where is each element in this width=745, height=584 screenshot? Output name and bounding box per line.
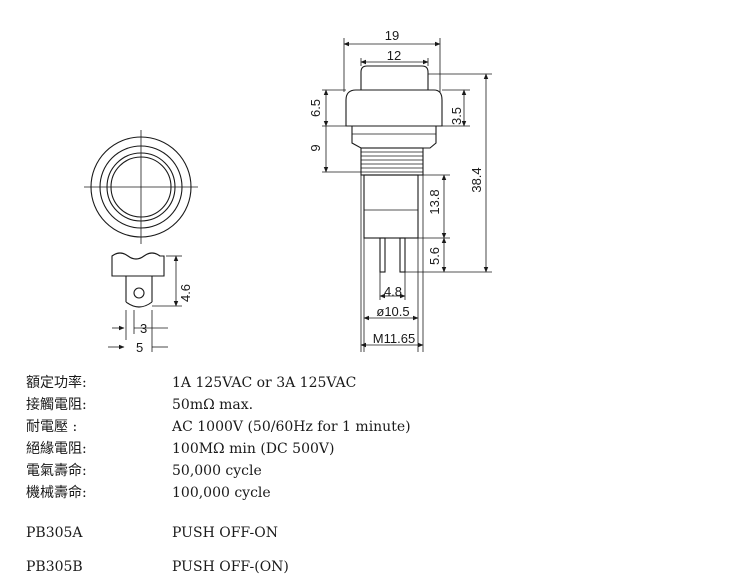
- side-view: 19 12 6.5 9 3.5 13.8 5.6 38.4: [308, 28, 492, 352]
- terminal-side-view: 4.6 3 5: [108, 252, 193, 355]
- dim-dia-10-5: ø10.5: [376, 304, 409, 319]
- spec-value: 100MΩ min (DC 500V): [172, 441, 335, 457]
- spec-label: 耐電壓 :: [26, 419, 78, 435]
- dim-6-5: 6.5: [308, 99, 323, 117]
- top-view: [84, 130, 198, 244]
- spec-value: AC 1000V (50/60Hz for 1 minute): [172, 419, 411, 435]
- spec-row: 機械壽命: 100,000 cycle: [26, 482, 726, 504]
- spec-label: 絕緣電阻:: [26, 441, 87, 457]
- dim-38-4: 38.4: [469, 167, 484, 192]
- spec-row: 額定功率: 1A 125VAC or 3A 125VAC: [26, 372, 726, 394]
- dim-9: 9: [308, 144, 323, 151]
- spec-label: 機械壽命:: [26, 485, 87, 501]
- spec-value: 50mΩ max.: [172, 397, 254, 413]
- dim-5: 5: [136, 340, 143, 355]
- dim-4-6: 4.6: [178, 284, 193, 302]
- spec-row: 電氣壽命: 50,000 cycle: [26, 460, 726, 482]
- spec-label: 額定功率:: [26, 375, 87, 391]
- model-list: PB305A PUSH OFF-ON PB305B PUSH OFF-(ON): [26, 516, 726, 584]
- spec-value: 100,000 cycle: [172, 485, 271, 501]
- dim-m11-65: M11.65: [373, 331, 415, 346]
- spec-value: 50,000 cycle: [172, 463, 262, 479]
- spec-row: 耐電壓 : AC 1000V (50/60Hz for 1 minute): [26, 416, 726, 438]
- technical-drawing: 4.6 3 5 19: [84, 28, 492, 355]
- spec-row: 絕緣電阻: 100MΩ min (DC 500V): [26, 438, 726, 460]
- dim-13-8: 13.8: [427, 189, 442, 214]
- model-row: PB305B PUSH OFF-(ON): [26, 550, 726, 584]
- dim-3: 3: [140, 321, 147, 336]
- spec-label: 接觸電阻:: [26, 397, 87, 413]
- model-code: PB305A: [26, 525, 83, 541]
- model-row: PB305A PUSH OFF-ON: [26, 516, 726, 550]
- model-action: PUSH OFF-(ON): [172, 559, 289, 575]
- spec-list: 額定功率: 1A 125VAC or 3A 125VAC 接觸電阻: 50mΩ ma…: [26, 372, 726, 584]
- spec-label: 電氣壽命:: [26, 463, 87, 479]
- spec-row: 接觸電阻: 50mΩ max.: [26, 394, 726, 416]
- dim-19: 19: [385, 28, 399, 43]
- dim-4-8: 4.8: [384, 284, 402, 299]
- dim-5-6: 5.6: [427, 247, 442, 265]
- spec-value: 1A 125VAC or 3A 125VAC: [172, 375, 357, 391]
- model-code: PB305B: [26, 559, 83, 575]
- model-action: PUSH OFF-ON: [172, 525, 278, 541]
- dim-12: 12: [387, 48, 401, 63]
- dim-3-5: 3.5: [449, 107, 464, 125]
